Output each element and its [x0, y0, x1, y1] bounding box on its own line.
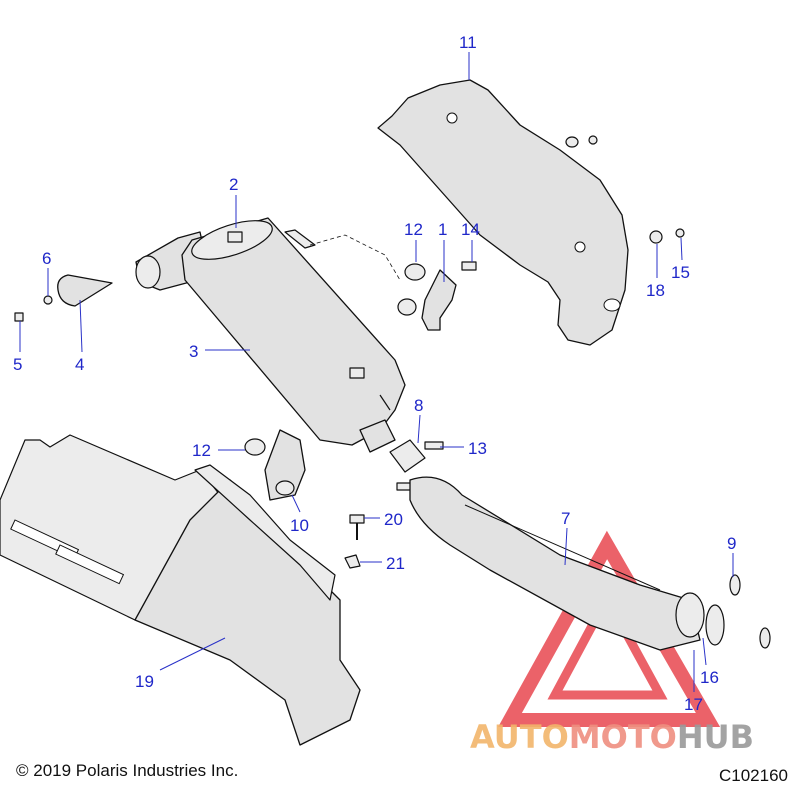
callout-14: 14 [461, 220, 480, 239]
watermark-wordmark: AUTOMOTOHUB [470, 718, 754, 756]
shield-fasteners [649, 228, 685, 244]
callout-18: 18 [646, 281, 665, 300]
lower-bracket [244, 429, 306, 501]
muffler-bracket [397, 261, 477, 331]
callout-17: 17 [684, 695, 703, 714]
head-pipe [409, 476, 725, 651]
callout-16: 16 [700, 668, 719, 687]
callout-8: 8 [414, 396, 423, 415]
callout-15: 15 [671, 263, 690, 282]
callout-20: 20 [384, 510, 403, 529]
muffler [135, 217, 406, 453]
callout-9: 9 [727, 534, 736, 553]
small-fasteners [14, 295, 53, 322]
figure-code: C102160 [718, 766, 788, 785]
exhaust-gaskets [729, 574, 771, 649]
heat-shield-upper [377, 79, 629, 346]
leader-lines [19, 52, 734, 692]
lower-fasteners [344, 514, 365, 569]
callout-4: 4 [75, 355, 84, 374]
copyright-notice: © 2019 Polaris Industries Inc. [16, 761, 239, 780]
callout-12-lower: 12 [192, 441, 211, 460]
callout-21: 21 [386, 554, 405, 573]
callout-11: 11 [459, 33, 477, 52]
callout-6: 6 [42, 249, 51, 268]
gasket-and-springs [389, 439, 444, 491]
spark-arrestor [57, 274, 113, 307]
callout-7: 7 [561, 509, 570, 528]
heat-shield-lower [0, 434, 361, 746]
callout-13: 13 [468, 439, 487, 458]
callout-5: 5 [13, 355, 22, 374]
callout-19: 19 [135, 672, 154, 691]
callout-1: 1 [438, 220, 447, 239]
callout-labels: 2 3 4 6 5 1 12 14 11 18 15 12 10 8 13 7 … [13, 33, 736, 714]
callout-10: 10 [290, 516, 309, 535]
callout-12-upper: 12 [404, 220, 423, 239]
callout-2: 2 [229, 175, 238, 194]
callout-3: 3 [189, 342, 198, 361]
svg-text:AUTOMOTOHUB: AUTOMOTOHUB [470, 718, 754, 756]
